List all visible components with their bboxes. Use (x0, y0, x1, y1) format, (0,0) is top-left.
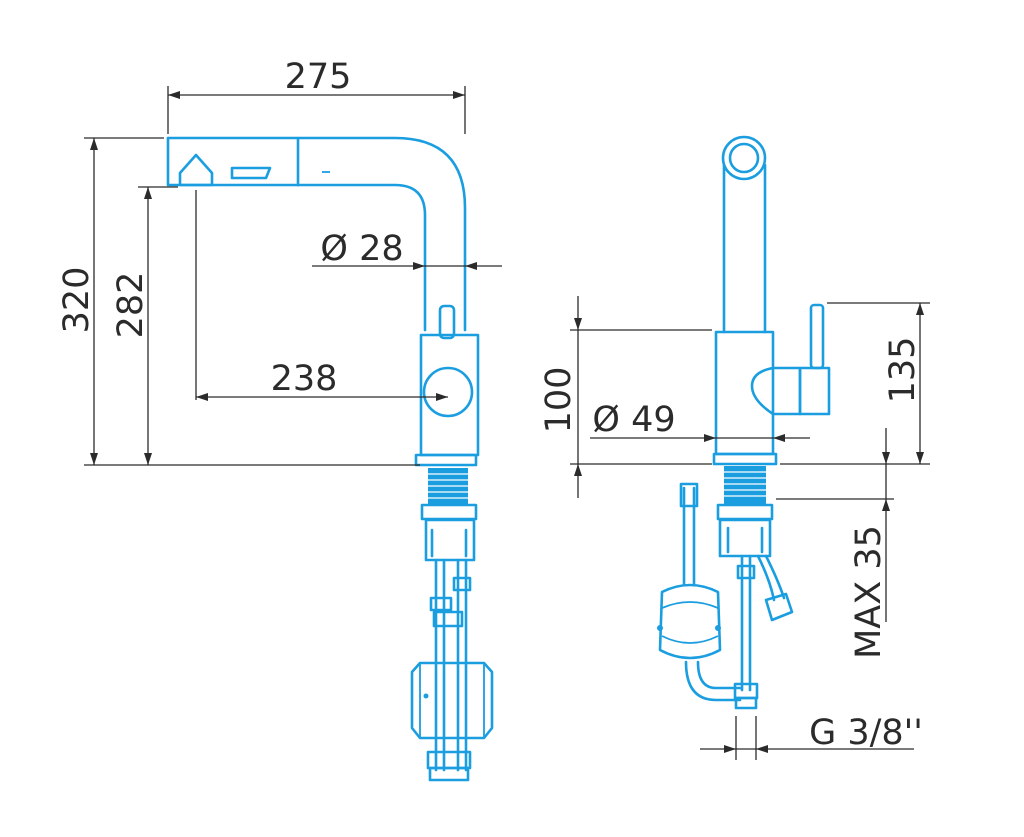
side-view-dimensions (570, 296, 930, 760)
front-view-dimensions (84, 86, 502, 466)
dim-label-max-35: MAX 35 (849, 525, 889, 659)
dim-label-100: 100 (539, 367, 579, 434)
side-view-faucet (657, 135, 831, 710)
dim-label-282: 282 (111, 272, 151, 339)
front-view-faucet (166, 136, 494, 782)
dim-label-g-3-8: G 3/8'' (809, 713, 923, 753)
dim-label-diameter-49: Ø 49 (592, 400, 675, 440)
dim-label-275: 275 (285, 57, 352, 97)
dim-label-135: 135 (883, 337, 923, 404)
dim-label-320: 320 (57, 267, 97, 334)
dim-label-238: 238 (271, 359, 338, 399)
dim-label-diameter-28: Ø 28 (320, 229, 403, 269)
